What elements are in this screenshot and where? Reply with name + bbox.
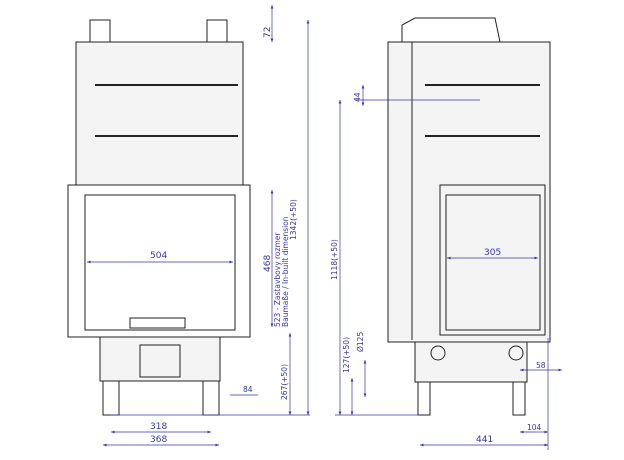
front-leg-right: [202, 380, 220, 416]
front-glass: [84, 194, 236, 331]
front-view: 504 72 468 523 - Zastavbovy rozmer Bauma…: [67, 5, 310, 447]
dim-318: 318: [150, 422, 167, 432]
dim-1342: 1342(+50): [289, 199, 298, 240]
side-body: [387, 41, 551, 343]
side-base: [414, 341, 528, 383]
side-leg-front: [417, 381, 431, 416]
side-leg-rear: [512, 381, 526, 416]
side-top-outlet: [401, 17, 501, 43]
dim-267: 267(+50): [280, 364, 289, 400]
front-base: [99, 336, 221, 382]
front-top-body: [75, 41, 244, 186]
dim-441: 441: [476, 435, 493, 445]
side-firebox: [439, 184, 546, 336]
dim-84: 84: [243, 385, 253, 394]
dim-44: 44: [353, 92, 362, 102]
front-firebox-frame: [67, 184, 251, 338]
dim-305: 305: [484, 248, 501, 258]
side-glass: [445, 194, 541, 331]
front-leg-left: [102, 380, 120, 416]
dim-1118: 1118(+50): [330, 239, 339, 280]
dim-504: 504: [150, 251, 167, 261]
dim-468: 468: [263, 255, 273, 272]
dim-58: 58: [536, 361, 546, 370]
side-view: 305 44 1118(+50) 127(+50) Ø125 58 104 44…: [330, 17, 562, 450]
dim-104: 104: [527, 423, 542, 432]
dim-72: 72: [263, 27, 273, 38]
inbuilt-dim-line2: Baumaße / In-built dimension: [281, 216, 290, 327]
inbuilt-dim-line1: 523 - Zastavbovy rozmer: [273, 232, 282, 327]
dim-368: 368: [150, 435, 167, 445]
dim-127: 127(+50): [342, 337, 351, 373]
dim-diameter-125: Ø125: [356, 332, 365, 352]
